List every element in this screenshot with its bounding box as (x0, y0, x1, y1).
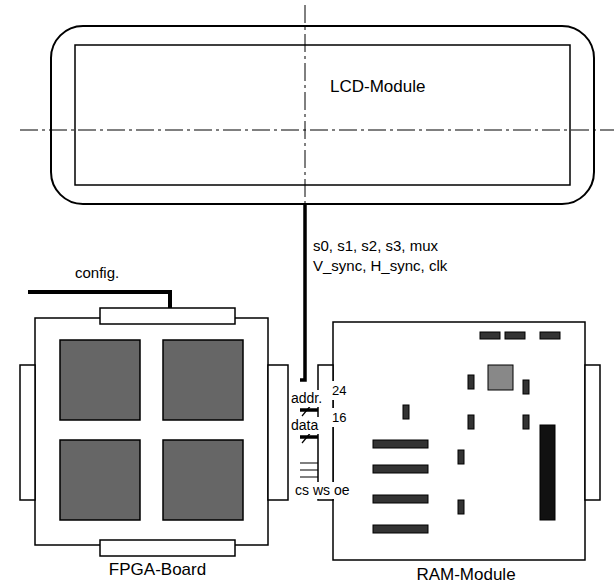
ram-component (458, 500, 464, 514)
module-name: LCD-Module (330, 77, 425, 97)
ram-component (480, 332, 500, 339)
module-illustration (15, 290, 300, 585)
fpga-chip (60, 440, 140, 520)
signal-label: cs ws oe (294, 482, 350, 499)
signal-label: addr. (290, 390, 323, 407)
module-name: RAM-Module (318, 565, 614, 585)
memory-chip (373, 440, 428, 448)
ram-component (523, 415, 529, 429)
bus-width: 24 (331, 381, 347, 400)
module-name: FPGA-Board (15, 560, 300, 580)
ram-component (458, 450, 464, 464)
ram-controller-chip (488, 365, 513, 390)
memory-chip (373, 465, 428, 473)
ram-component (540, 332, 560, 339)
fpga-chip (60, 340, 140, 420)
center-line (20, 130, 614, 131)
module-illustration (50, 25, 595, 205)
ram-component (468, 375, 474, 389)
ram-bus (300, 408, 318, 412)
memory-chip (373, 525, 428, 533)
board-outline (35, 318, 268, 545)
center-line (305, 5, 306, 230)
board-connector (585, 365, 600, 500)
module-box: RAM-Module (318, 320, 614, 585)
lcd-housing (51, 26, 594, 204)
ram-board-outline (333, 322, 585, 560)
module-box: LCD-Module (50, 25, 595, 205)
fpga-chip (163, 340, 243, 420)
bus-width: 16 (331, 408, 347, 427)
module-box: FPGA-Board (15, 290, 300, 585)
ram-component (403, 405, 409, 419)
ram-bus (300, 463, 318, 477)
board-connector (268, 365, 288, 500)
fpga-chip (163, 440, 243, 520)
ram-component (505, 332, 525, 339)
signal-label: s0, s1, s2, s3, mux V_sync, H_sync, clk (312, 236, 489, 276)
memory-chip (373, 495, 428, 503)
signal-bus (300, 205, 305, 380)
board-connector (100, 540, 235, 556)
signal-label: data (290, 417, 319, 434)
ram-component (523, 380, 529, 394)
cable-label: config. (74, 263, 120, 282)
module-illustration (318, 320, 614, 585)
ram-bus (300, 435, 318, 439)
lcd-screen (75, 45, 570, 185)
ram-connector-strip (540, 425, 555, 520)
config-cable (28, 292, 170, 308)
ram-component (468, 415, 474, 429)
board-connector (20, 365, 35, 500)
board-connector (100, 308, 235, 324)
